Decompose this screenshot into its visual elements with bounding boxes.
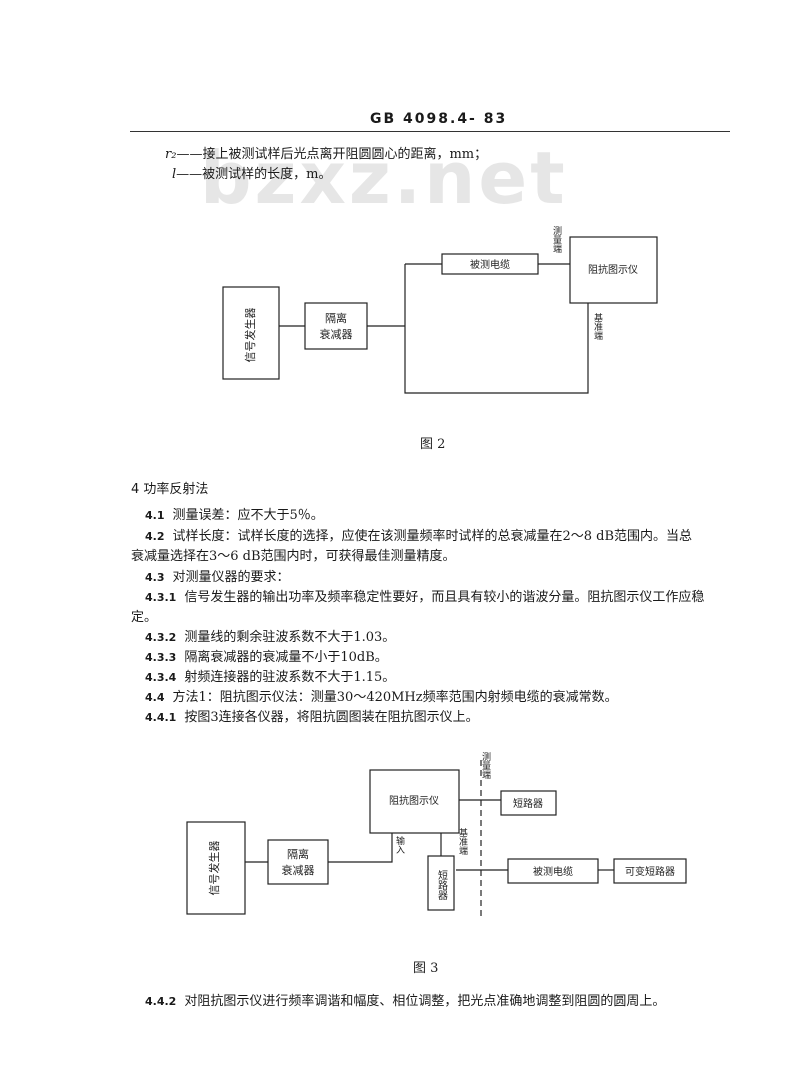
definition-symbol: r₂: [165, 147, 177, 162]
signal-generator-box: [186, 821, 246, 915]
para-number: 4.4.2: [145, 995, 177, 1008]
cable-label: 被测电缆: [470, 258, 510, 271]
para-text: 试样长度：试样长度的选择，应使在该测量频率时试样的总衰减量在2～8 dB范围内。…: [172, 529, 693, 544]
para-4-2: 4.2 试样长度：试样长度的选择，应使在该测量频率时试样的总衰减量在2～8 dB范…: [145, 528, 692, 546]
attenuator-label-2: 衰减器: [282, 863, 315, 877]
para-number: 4.3.2: [145, 631, 177, 644]
cable-box: [507, 858, 599, 884]
para-4-3-4: 4.3.4 射频连接器的驻波系数不大于1.15。: [145, 669, 395, 687]
signal-generator-label: 信号发生器: [243, 308, 257, 363]
ref-port-label: 基准端: [457, 827, 468, 856]
para-number: 4.1: [145, 509, 165, 522]
short-top-label: 短路器: [513, 797, 543, 810]
para-number: 4.3.1: [145, 591, 177, 604]
para-text: 按图3连接各仪器，将阻抗圆图装在阻抗图示仪上。: [184, 710, 479, 725]
para-4-1: 4.1 测量误差：应不大于5％。: [145, 507, 324, 525]
display-label: 阻抗图示仪: [389, 794, 439, 807]
para-number: 4.4: [145, 691, 165, 704]
short-top-box: [500, 790, 557, 816]
definition-r2: r₂——接上被测试样后光点离开阻圆圆心的距离，mm；: [165, 146, 487, 164]
display-box: [369, 769, 460, 834]
figure-2-diagram: 信号发生器 隔离 衰减器 被测电缆 阻抗图示仪 测量端 基准端 图 2: [222, 226, 658, 452]
attenuator-label-2: 衰减器: [320, 327, 353, 341]
attenuator-label-1: 隔离: [325, 311, 347, 325]
para-4-3-1-cont: 定。: [131, 610, 158, 625]
figure-2-caption: 图 2: [420, 437, 445, 452]
para-4-2-cont: 衰减量选择在3～6 dB范围内时，可获得最佳测量精度。: [131, 549, 456, 564]
para-number: 4.3: [145, 571, 165, 584]
para-number: 4.3.4: [145, 671, 177, 684]
figure-3-caption: 图 3: [413, 961, 438, 976]
para-text: 测量误差：应不大于5％。: [172, 508, 324, 523]
short-vertical-label: 短路器: [436, 869, 448, 901]
definition-l: l——被测试样的长度，m。: [172, 166, 332, 184]
para-text: 射频连接器的驻波系数不大于1.15。: [184, 670, 396, 685]
para-4-4: 4.4 方法1：阻抗图示仪法：测量30～420MHz频率范围内射频电缆的衰减常数。: [145, 689, 618, 707]
para-text: 测量线的剩余驻波系数不大于1.03。: [184, 630, 396, 645]
definition-text: ——接上被测试样后光点离开阻圆圆心的距离，mm；: [176, 147, 488, 162]
para-number: 4.3.3: [145, 651, 177, 664]
para-number: 4.4.1: [145, 711, 177, 724]
display-box: [569, 236, 658, 304]
definition-symbol: l: [172, 167, 177, 182]
para-4-3-2: 4.3.2 测量线的剩余驻波系数不大于1.03。: [145, 629, 395, 647]
para-4-3: 4.3 对测量仪器的要求：: [145, 569, 290, 587]
para-4-3-3: 4.3.3 隔离衰减器的衰减量不小于10dB。: [145, 649, 388, 667]
para-text: 信号发生器的输出功率及频率稳定性要好，而且具有较小的谐波分量。阻抗图示仪工作应稳: [184, 590, 705, 605]
para-number: 4.2: [145, 530, 165, 543]
attenuator-box: [267, 839, 329, 885]
attenuator-label-1: 隔离: [287, 847, 309, 861]
para-4-4-1: 4.4.1 按图3连接各仪器，将阻抗圆图装在阻抗图示仪上。: [145, 709, 479, 727]
signal-generator-box: [222, 286, 280, 380]
standard-code: GB 4098.4- 83: [370, 111, 508, 127]
display-label: 阻抗图示仪: [588, 263, 638, 276]
figure-3-diagram: 信号发生器 隔离 衰减器 阻抗图示仪 短路器 短路器 被测电缆 可变短路器 测量…: [186, 752, 687, 976]
para-text: 方法1：阻抗图示仪法：测量30～420MHz频率范围内射频电缆的衰减常数。: [172, 690, 618, 705]
para-text: 隔离衰减器的衰减量不小于10dB。: [184, 650, 388, 665]
signal-generator-label: 信号发生器: [207, 841, 221, 896]
definition-text: ——被测试样的长度，m。: [176, 167, 332, 182]
test-port-label: 测量端: [480, 752, 491, 780]
section-4-title: 4 功率反射法: [131, 482, 209, 497]
para-4-4-2: 4.4.2 对阻抗图示仪进行频率调谐和幅度、相位调整，把光点准确地调整到阻圆的圆周…: [145, 993, 665, 1011]
attenuator-box: [304, 302, 368, 350]
var-short-box: [613, 858, 687, 884]
watermark: bzxz.net: [200, 136, 568, 220]
test-port-label: 测量端: [551, 226, 562, 254]
ref-port-label: 基准端: [592, 312, 603, 341]
cable-label: 被测电缆: [533, 865, 573, 878]
para-text: 对阻抗图示仪进行频率调谐和幅度、相位调整，把光点准确地调整到阻圆的圆周上。: [184, 994, 666, 1009]
var-short-label: 可变短路器: [625, 865, 675, 878]
para-text: 对测量仪器的要求：: [172, 570, 290, 585]
input-label: 输入: [394, 835, 405, 854]
para-4-3-1: 4.3.1 信号发生器的输出功率及频率稳定性要好，而且具有较小的谐波分量。阻抗图示…: [145, 589, 704, 607]
header-rule: [130, 131, 730, 132]
